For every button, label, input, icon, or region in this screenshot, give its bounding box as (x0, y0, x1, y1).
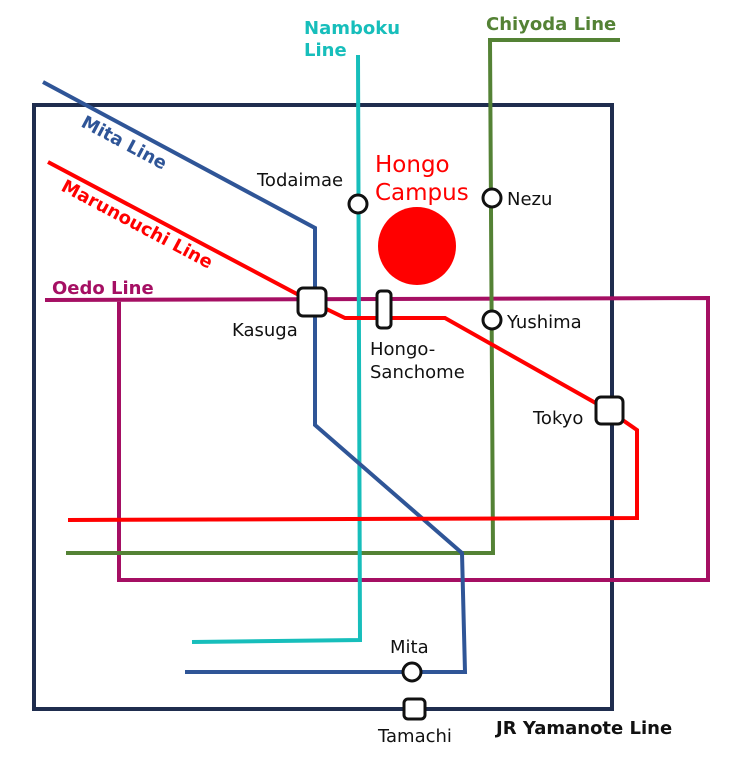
marunouchi-line-label: Marunouchi Line (58, 176, 216, 274)
yushima-label: Yushima (506, 312, 582, 333)
station-tokyo[interactable] (594, 395, 625, 426)
tokyo-label: Tokyo (532, 408, 583, 429)
oedo-line-label: Oedo Line (52, 278, 154, 299)
station-kasuga[interactable] (296, 286, 328, 318)
hongo-campus-marker (378, 207, 456, 285)
hongo-sanchome-label: Hongo- (370, 339, 435, 360)
station-hongo-sanchome[interactable] (375, 289, 393, 330)
todaimae-label: Todaimae (256, 170, 343, 191)
kasuga-label: Kasuga (232, 320, 298, 341)
namboku-line-label: Namboku (304, 18, 400, 39)
oedo-line (44, 295, 710, 582)
mita-label: Mita (390, 637, 429, 658)
hongo-campus-label-2: Campus (375, 180, 469, 206)
station-tamachi[interactable] (402, 697, 427, 721)
station-yushima[interactable] (481, 309, 503, 331)
nezu-label: Nezu (507, 189, 552, 210)
namboku-line-label-2: Line (304, 40, 347, 61)
chiyoda-line (66, 38, 620, 555)
station-nezu[interactable] (481, 187, 503, 209)
hongo-sanchome-label-2: Sanchome (370, 362, 465, 383)
tamachi-label: Tamachi (377, 726, 452, 747)
station-todaimae[interactable] (347, 193, 369, 215)
yamanote-line-label: JR Yamanote Line (494, 718, 672, 739)
namboku-line (191, 54, 363, 644)
hongo-campus-label: Hongo (375, 152, 450, 178)
station-mita[interactable] (401, 661, 423, 683)
chiyoda-line-label: Chiyoda Line (486, 14, 616, 35)
